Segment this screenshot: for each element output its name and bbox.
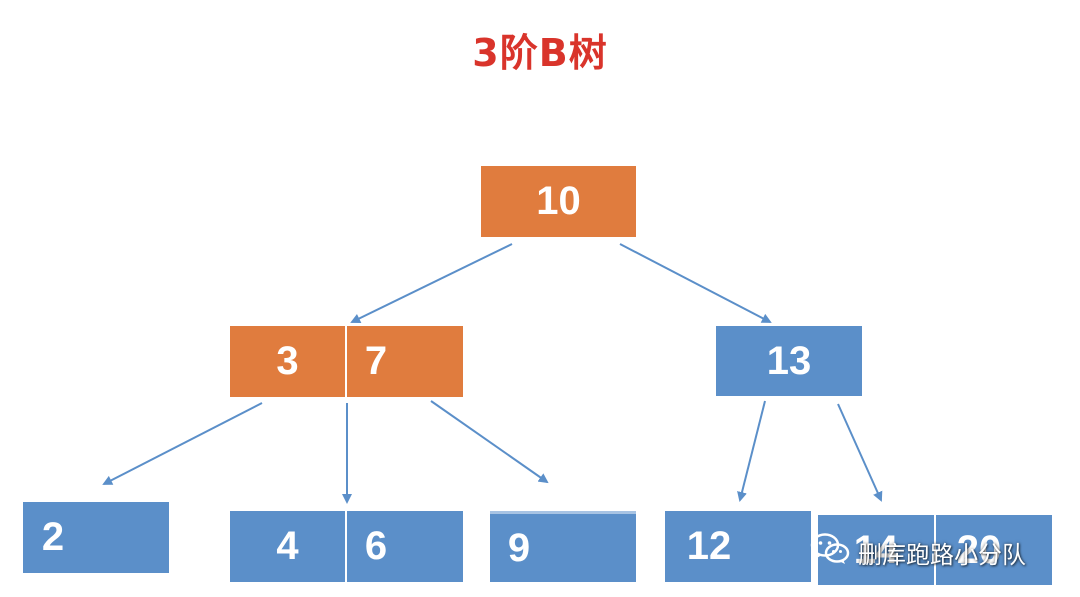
internal-node-left: 3 7 xyxy=(230,326,463,397)
edge-root-to-left xyxy=(350,243,513,323)
leaf-node: 9 xyxy=(490,511,636,582)
edge-root-to-right xyxy=(619,243,772,323)
diagram-title: 3阶B树 xyxy=(472,31,608,75)
leaf-node: 4 6 xyxy=(230,511,463,582)
node-key: 9 xyxy=(507,525,531,570)
edge-right-to-leaf-14-20 xyxy=(837,403,883,502)
wechat-icon xyxy=(810,532,850,572)
root-node: 10 xyxy=(481,166,636,237)
node-key: 4 xyxy=(276,524,299,568)
node-key: 3 xyxy=(276,339,299,383)
key-divider xyxy=(345,326,347,397)
watermark-text: 删库跑路小分队 xyxy=(858,540,1026,569)
watermark: 删库跑路小分队 xyxy=(810,528,1026,576)
node-key: 14 xyxy=(853,527,899,572)
node-key: 12 xyxy=(686,524,732,568)
node-key: 7 xyxy=(364,339,388,383)
node-key: 13 xyxy=(766,338,812,383)
edge-right-to-leaf-12 xyxy=(737,400,766,502)
node-key: 2 xyxy=(41,515,65,559)
leaf-node: 2 xyxy=(23,502,169,573)
leaf-node: 12 xyxy=(665,511,811,582)
edge-left-to-leaf-9 xyxy=(430,400,549,484)
key-divider xyxy=(934,515,936,585)
leaf-node: 14 20 xyxy=(818,515,1052,585)
key-divider xyxy=(345,511,347,582)
node-key: 20 xyxy=(956,527,1002,572)
edge-left-to-leaf-2 xyxy=(102,402,263,485)
root-key: 10 xyxy=(536,179,581,223)
internal-node-right: 13 xyxy=(716,326,862,396)
node-key: 6 xyxy=(364,524,388,568)
